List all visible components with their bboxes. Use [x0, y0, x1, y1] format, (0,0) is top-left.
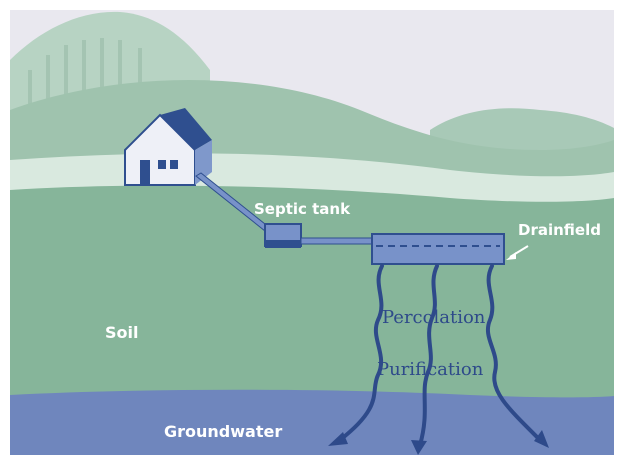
drainfield-label: Drainfield	[518, 221, 601, 239]
arrowhead-left	[328, 432, 348, 446]
septic-tank-icon	[264, 223, 302, 248]
flow-arrow-left	[338, 264, 384, 442]
drainfield-pipe-icon	[371, 233, 505, 265]
septic-tank-label: Septic tank	[254, 200, 351, 218]
house-icon	[124, 108, 212, 186]
groundwater-label: Groundwater	[164, 422, 282, 441]
drainfield-pointer-arrow	[506, 245, 529, 260]
percolation-label: Percolation	[382, 307, 486, 328]
arrowhead-middle	[411, 440, 427, 455]
flow-arrows	[338, 264, 542, 447]
arrowhead-right	[534, 430, 549, 448]
flow-arrow-right	[486, 264, 542, 442]
flow-arrow-middle	[418, 264, 439, 447]
groundwater-layer	[10, 389, 614, 455]
soil-label: Soil	[105, 323, 138, 342]
purification-label: Purification	[377, 359, 484, 380]
flow-arrowheads	[328, 430, 549, 455]
tank-to-drainfield-pipe	[300, 237, 374, 245]
